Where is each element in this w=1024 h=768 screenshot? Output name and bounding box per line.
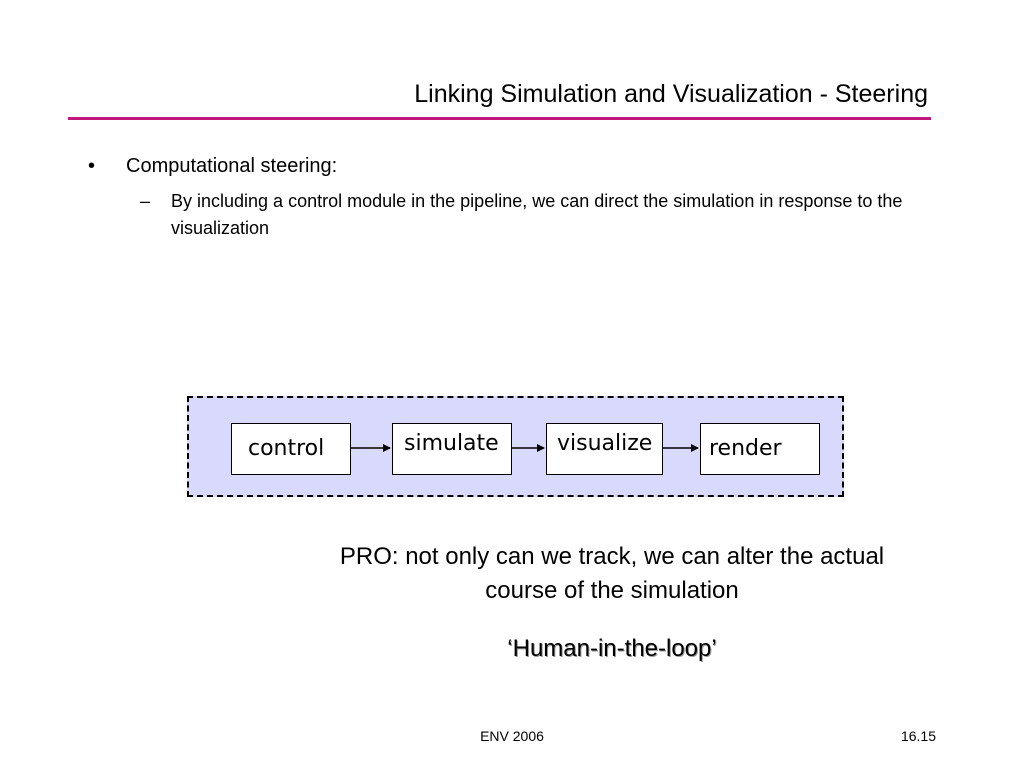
pro-statement: PRO: not only can we track, we can alter… <box>339 543 885 604</box>
footer-label: ENV 2006 <box>480 728 544 744</box>
title-divider <box>68 117 931 120</box>
node-label: simulate <box>404 431 499 456</box>
sub-bullet-text: By including a control module in the pip… <box>171 191 903 238</box>
node-simulate: simulate <box>392 423 512 475</box>
node-label: control <box>248 436 325 461</box>
human-in-the-loop-caption: ‘Human-in-the-loop’ <box>507 635 717 662</box>
bullet-text: Computational steering: <box>126 155 338 177</box>
slide-title: Linking Simulation and Visualization - S… <box>414 80 928 108</box>
node-render: render <box>700 423 820 475</box>
page-number: 16.15 <box>900 728 936 744</box>
node-visualize: visualize <box>546 423 663 475</box>
node-label: render <box>709 436 782 461</box>
pipeline-arrows <box>351 444 699 452</box>
pipeline-diagram: control simulate visualize render <box>187 396 844 497</box>
sub-bullet-marker: – <box>140 191 151 211</box>
node-control: control <box>231 423 351 475</box>
node-label: visualize <box>557 431 653 456</box>
bullet-marker: • <box>88 155 96 177</box>
